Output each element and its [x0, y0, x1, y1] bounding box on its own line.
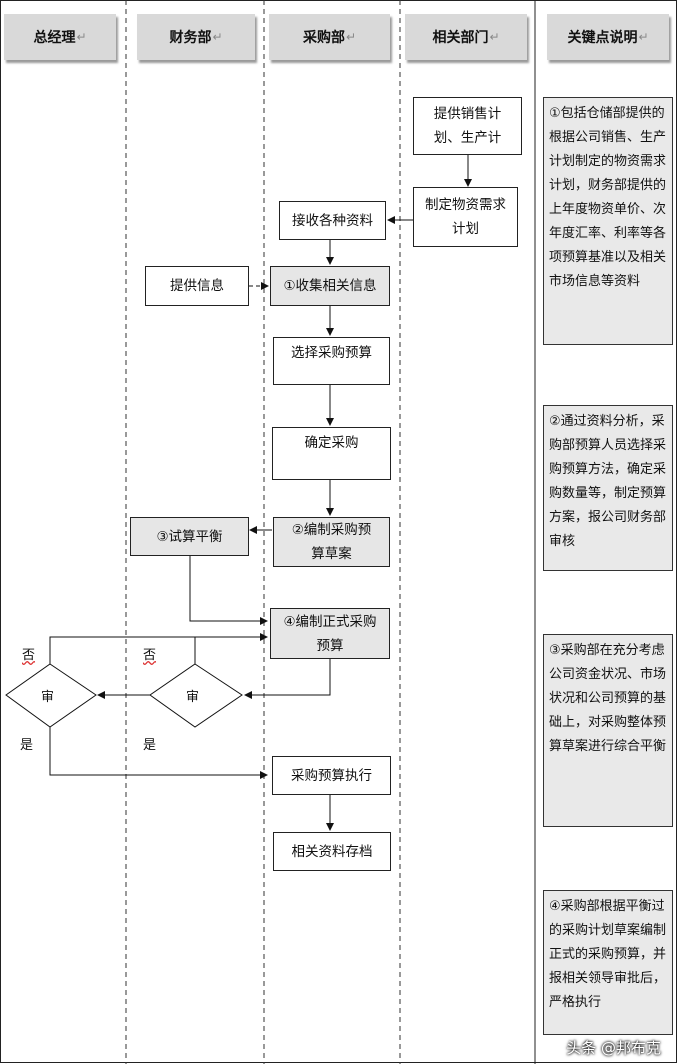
archive-box: 相关资料存档	[273, 832, 391, 871]
note-text: ③采购部在充分考虑公司资金状况、市场状况和公司预算的基础上，对采购整体预算草案进…	[549, 643, 667, 754]
lane-header-label: 总经理	[33, 30, 76, 46]
gm-decision-shape	[5, 663, 97, 728]
box-label: ①收集相关信息	[283, 278, 377, 294]
select-budget-box: 选择采购预算	[273, 337, 390, 385]
key-note-3: ③采购部在充分考虑公司资金状况、市场状况和公司预算的基础上，对采购整体预算草案进…	[543, 634, 673, 827]
box-label: ②编制采购预算草案	[291, 522, 372, 562]
receive-info-box: 接收各种资料	[279, 201, 386, 240]
box-label: 提供信息	[170, 278, 224, 294]
lane-header-label: 财务部	[169, 30, 212, 46]
finance-yes-label: 是	[143, 738, 157, 753]
compile-formal-box: ④编制正式采购预算	[270, 608, 390, 659]
watermark: 头条 @邦布克	[566, 1039, 661, 1057]
note-text: ④采购部根据平衡过的采购计划草案编制正式的采购预算，并报相关领导审批后，严格执行	[549, 899, 667, 1010]
execute-budget-box: 采购预算执行	[272, 756, 391, 795]
note-text: ②通过资料分析，采购部预算人员选择采购预算方法，确定采购数量等，制定预算方案，报…	[549, 414, 667, 549]
provide-info-box: 提供信息	[145, 266, 249, 306]
trial-balance-box: ③试算平衡	[130, 517, 249, 556]
gm-yes-label: 是	[20, 738, 34, 753]
finance-decision-shape	[149, 663, 243, 728]
box-label: 采购预算执行	[291, 767, 372, 784]
confirm-purchase-box: 确定采购	[272, 427, 391, 480]
gm-no-label: 否	[22, 648, 36, 663]
lane-header-gm: 总经理↵	[4, 14, 116, 60]
gm-decision-label: 审	[41, 690, 55, 705]
box-label: 制定物资需求计划	[425, 197, 506, 237]
finance-no-label: 否	[143, 648, 157, 663]
compile-draft-box: ②编制采购预算草案	[273, 517, 390, 567]
note-text: ①包括仓储部提供的根据公司销售、生产计划制定的物资需求计划，财务部提供的上年度物…	[549, 106, 667, 289]
box-label: 选择采购预算	[291, 345, 372, 361]
key-note-1: ①包括仓储部提供的根据公司销售、生产计划制定的物资需求计划，财务部提供的上年度物…	[543, 97, 673, 345]
lane-header-label: 采购部	[302, 30, 345, 46]
lane-header-finance: 财务部↵	[137, 14, 255, 60]
collect-info-box: ①收集相关信息	[270, 266, 390, 306]
box-label: 接收各种资料	[292, 212, 373, 229]
lane-header-related: 相关部门↵	[405, 14, 527, 60]
box-label: ④编制正式采购预算	[283, 613, 377, 654]
box-label: ③试算平衡	[156, 528, 223, 545]
lane-header-notes: 关键点说明↵	[547, 14, 669, 60]
key-note-2: ②通过资料分析，采购部预算人员选择采购预算方法，确定采购数量等，制定预算方案，报…	[543, 405, 673, 571]
make-demand-box: 制定物资需求计划	[413, 187, 518, 247]
provide-plan-box: 提供销售计划、生产计	[413, 97, 522, 155]
lane-header-purchasing: 采购部↵	[269, 14, 390, 60]
lane-header-label: 相关部门	[432, 30, 489, 46]
finance-decision-label: 审	[186, 690, 200, 705]
lane-header-label: 关键点说明	[567, 30, 638, 46]
box-label: 确定采购	[304, 435, 359, 451]
key-note-4: ④采购部根据平衡过的采购计划草案编制正式的采购预算，并报相关领导审批后，严格执行	[543, 890, 673, 1035]
box-label: 提供销售计划、生产计	[433, 106, 502, 146]
box-label: 相关资料存档	[291, 843, 373, 860]
